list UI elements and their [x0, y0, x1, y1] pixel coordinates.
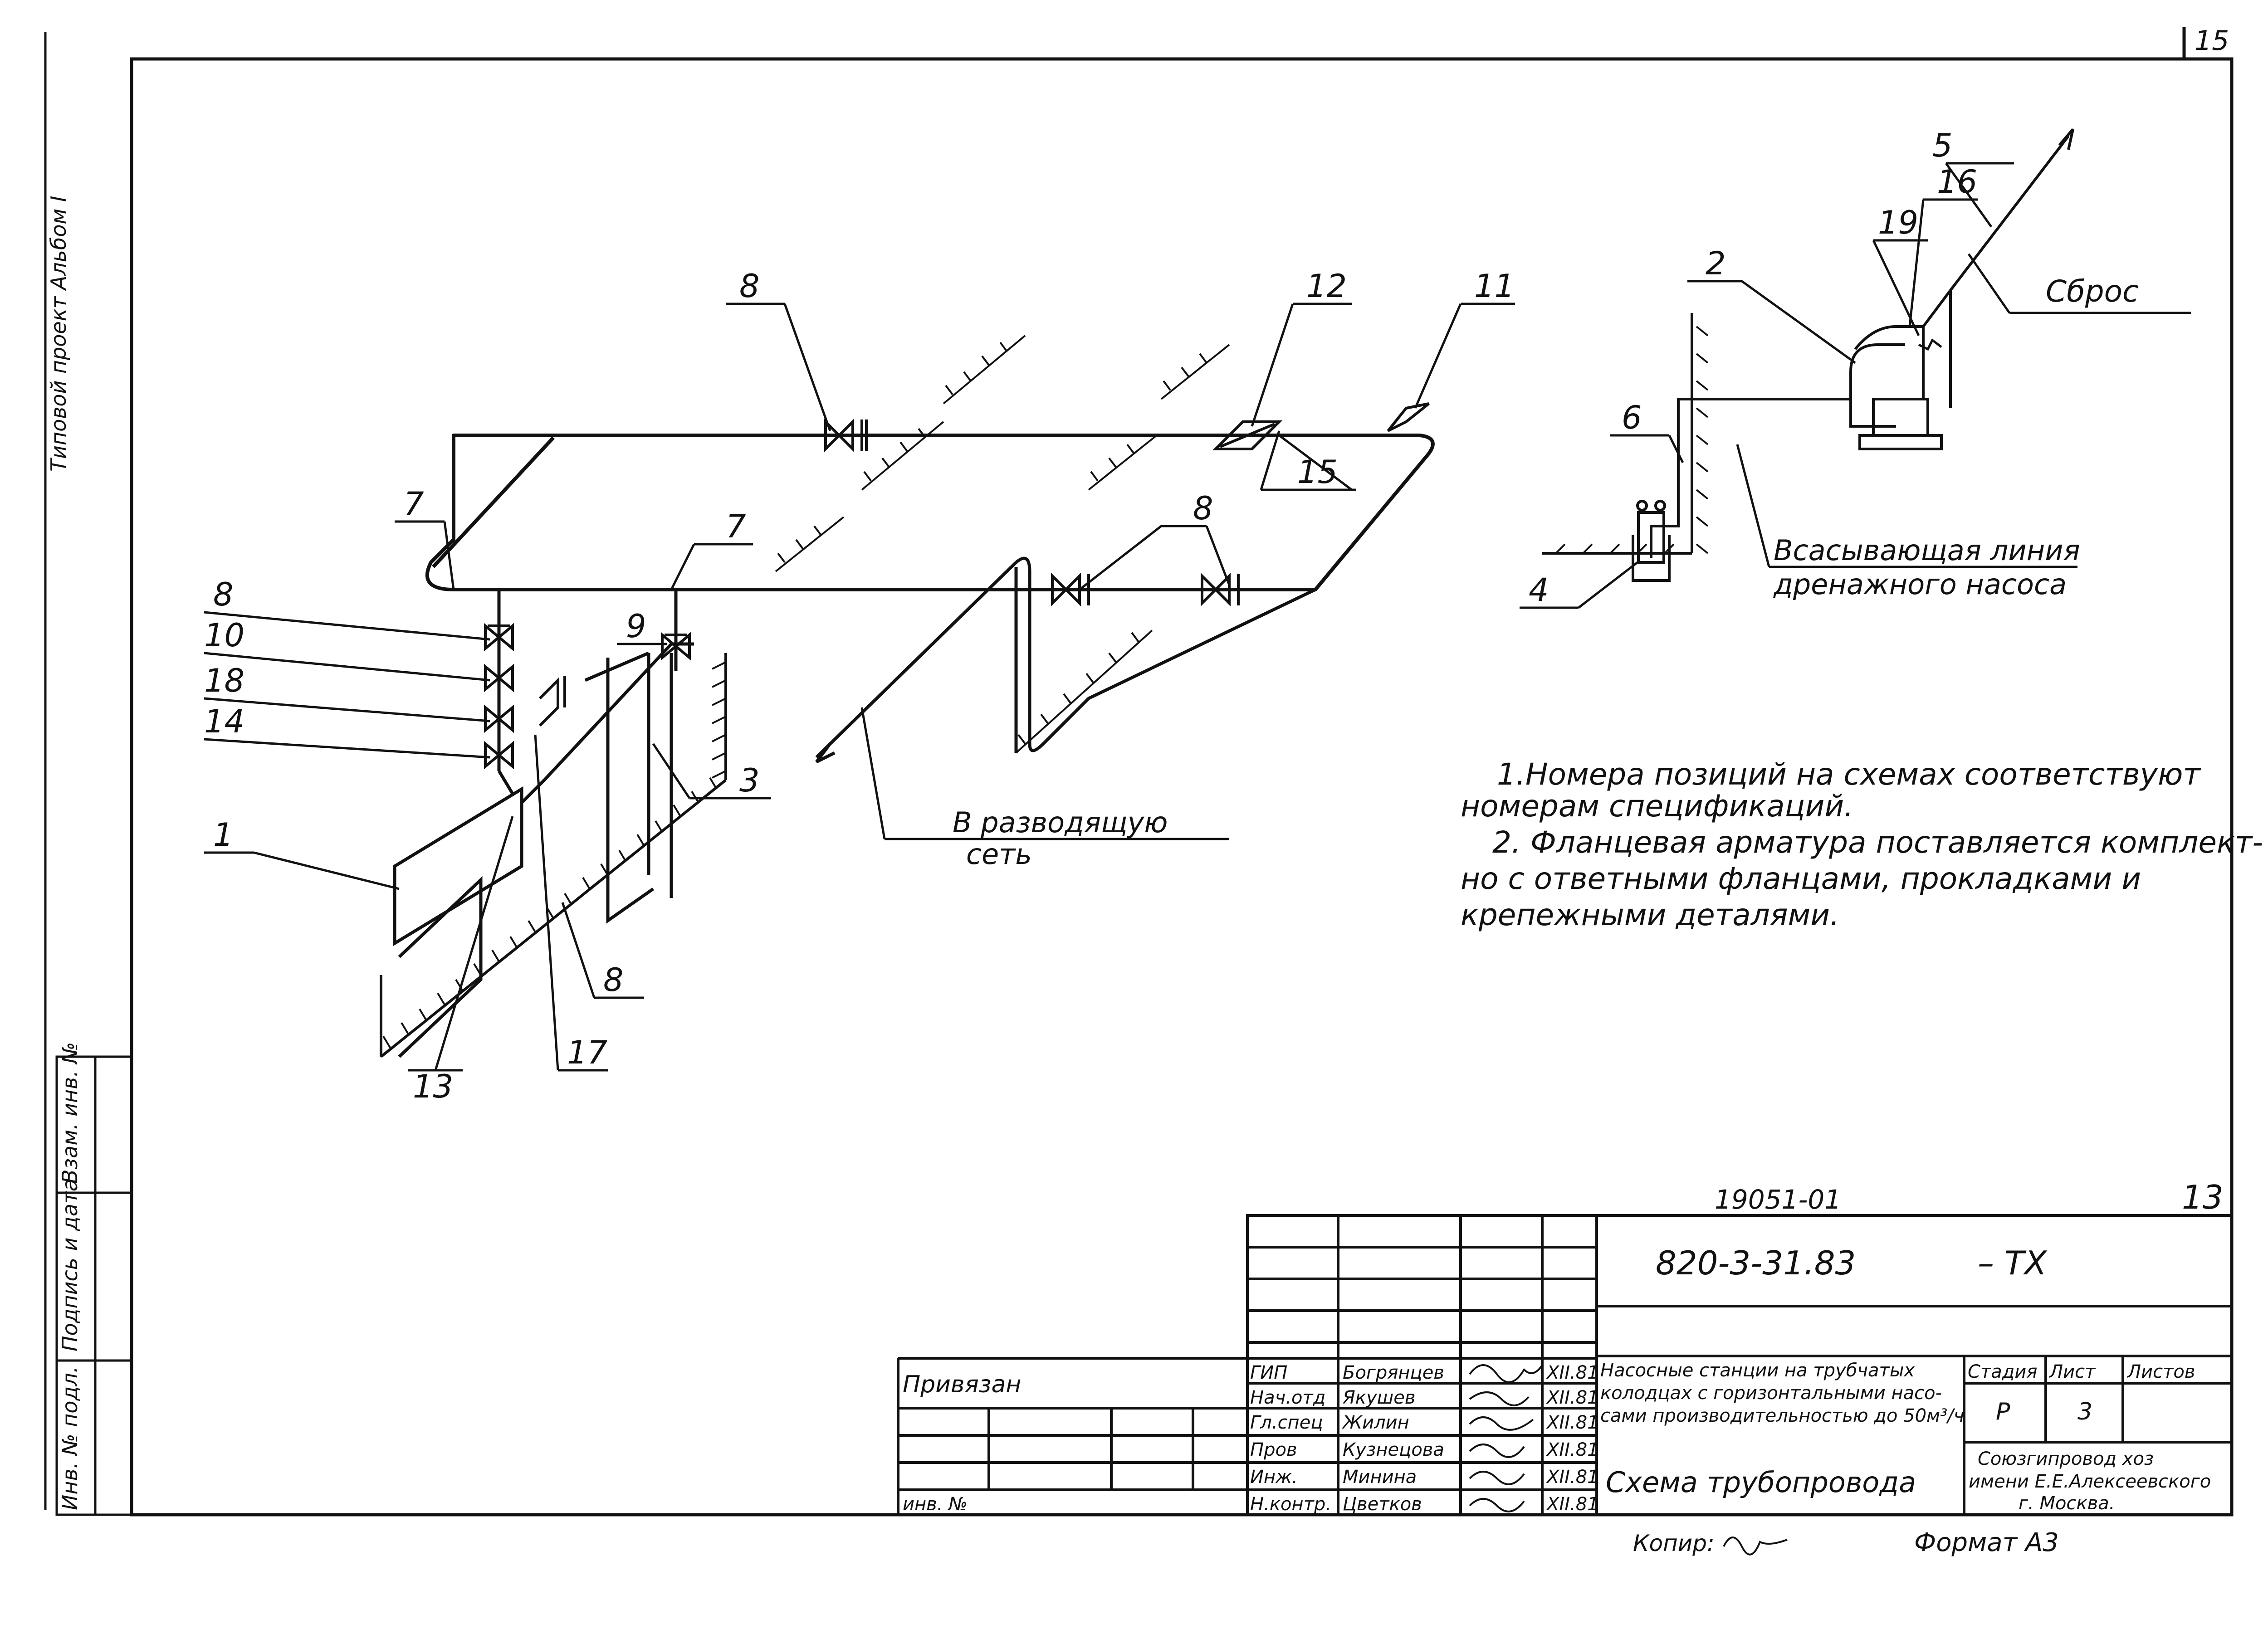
name-6: Цветков: [1343, 1494, 1422, 1515]
pos-7-right: 7: [726, 508, 746, 545]
pos-16: 16: [1937, 163, 1977, 200]
pos-11: 11: [1474, 268, 1515, 305]
pipeline-loop: [425, 434, 1435, 591]
drawing-title: Схема трубопровода: [1606, 1466, 1916, 1499]
label-distribution-1: В разводящую: [953, 806, 1168, 839]
signatures-roles: ГИП Нач.отд Гл.спец Пров Инж. Н.контр.: [1250, 1362, 1331, 1515]
pos-13: 13: [413, 1068, 453, 1105]
date-3: XII.81: [1546, 1412, 1599, 1433]
archive-number: 19051-01: [1715, 1184, 1841, 1215]
inv-label: инв. №: [903, 1494, 968, 1515]
title-block-grid: [897, 1214, 2233, 1516]
pos-17: 17: [567, 1034, 607, 1071]
pos-15: 15: [1297, 454, 1338, 491]
stage-header: Стадия: [1968, 1361, 2037, 1382]
side-box-inv: Инв. № подл.: [58, 1366, 82, 1510]
project-title-3: сами производительностью до 50м³/ч: [1600, 1405, 1964, 1426]
note-line-1: 1.Номера позиций на схемах соответствуют: [1497, 757, 2201, 792]
sheet-value: 3: [2077, 1398, 2092, 1425]
riser-valves: [484, 623, 691, 770]
pos-9: 9: [626, 608, 646, 645]
pos-4: 4: [1529, 571, 1549, 609]
pos-8-bottom: 8: [603, 961, 624, 999]
org-line-2: имени Е.Е.Алексеевского: [1969, 1471, 2211, 1492]
pos-14: 14: [204, 703, 244, 740]
signature-scribbles: [1469, 1364, 1543, 1512]
side-box-podpis: Подпись и дата: [58, 1179, 82, 1351]
pos-12: 12: [1306, 268, 1347, 305]
project-title-1: Насосные станции на трубчатых: [1600, 1360, 1915, 1381]
role-prov: Пров: [1250, 1439, 1297, 1460]
name-2: Якушев: [1342, 1387, 1415, 1408]
pos-8-left: 8: [213, 576, 234, 613]
copied-by: Копир:: [1633, 1530, 1715, 1556]
label-distribution-2: сеть: [966, 838, 1032, 871]
drainage-sump: [1542, 128, 2074, 582]
project-title-2: колодцах с горизонтальными насо-: [1600, 1383, 1942, 1404]
org-line-3: г. Москва.: [2019, 1493, 2115, 1514]
name-4: Кузнецова: [1343, 1439, 1444, 1460]
date-4: XII.81: [1546, 1439, 1599, 1460]
name-3: Жилин: [1341, 1412, 1409, 1433]
loop-valves: [538, 418, 1240, 727]
date-5: XII.81: [1546, 1467, 1599, 1488]
flow-meter: [1212, 420, 1283, 450]
label-sbros: Сброс: [2046, 274, 2139, 309]
drawing-suffix: – ТХ: [1978, 1244, 2048, 1282]
air-valve: [1387, 402, 1430, 432]
side-box-vzam: Взам. инв. №: [58, 1042, 82, 1184]
pos-3: 3: [739, 762, 760, 799]
leader-lines: [204, 162, 2191, 1072]
pump-unit: [393, 642, 694, 1058]
sheet-frame: [130, 27, 2234, 1517]
sheet-number: 13: [2182, 1178, 2224, 1216]
pos-7-left: 7: [404, 485, 424, 522]
distribution-branch: [815, 556, 1316, 764]
notes-block: 1.Номера позиций на схемах соответствуют…: [1461, 757, 2263, 932]
pos-10: 10: [204, 617, 244, 654]
sheet-header: Лист: [2048, 1361, 2096, 1382]
org-line-1: Союзгипровод хоз: [1978, 1449, 2154, 1469]
paper-format: Формат А3: [1914, 1528, 2059, 1557]
date-1: XII.81: [1546, 1362, 1599, 1383]
pos-8-branch: 8: [1193, 490, 1213, 527]
label-suction-1: Всасывающая линия: [1774, 534, 2080, 567]
pos-18: 18: [204, 662, 244, 699]
name-1: Богрянцев: [1343, 1362, 1444, 1383]
label-suction-2: дренажного насоса: [1773, 568, 2067, 601]
role-n-kontr: Н.контр.: [1250, 1494, 1331, 1515]
name-5: Минина: [1343, 1467, 1417, 1488]
position-numbers: 1 2 3 4 5 6 7 7 8 8 8 8 8 9 10 11 12 13 …: [204, 127, 1977, 1105]
note-line-5: крепежными деталями.: [1461, 897, 1839, 932]
stage-value: Р: [1996, 1398, 2010, 1425]
pos-8-top: 8: [739, 268, 760, 305]
side-title: Типовой проект Альбом I: [46, 196, 71, 472]
note-line-4: но с ответными фланцами, прокладками и: [1461, 861, 2141, 896]
pos-2: 2: [1706, 245, 1726, 282]
role-gip: ГИП: [1250, 1362, 1287, 1383]
copier-signature: [1723, 1536, 1788, 1556]
signature-dates: XII.81 XII.81 XII.81 XII.81 XII.81 XII.8…: [1546, 1362, 1599, 1515]
date-6: XII.81: [1546, 1494, 1599, 1515]
privyazan-label: Привязан: [903, 1371, 1021, 1398]
pos-5: 5: [1932, 127, 1953, 164]
signatures-names: Богрянцев Якушев Жилин Кузнецова Минина …: [1341, 1362, 1444, 1515]
side-strip: [44, 32, 133, 1516]
corner-number: 15: [2195, 25, 2229, 57]
note-line-3: 2. Фланцевая арматура поставляется компл…: [1492, 825, 2263, 860]
role-gl-spec: Гл.спец: [1250, 1412, 1323, 1433]
sheets-header: Листов: [2126, 1361, 2195, 1382]
pos-6: 6: [1622, 399, 1642, 436]
note-line-2: номерам спецификаций.: [1461, 789, 1853, 824]
hatching: [382, 335, 1230, 1049]
pump-risers: [497, 590, 678, 771]
date-2: XII.81: [1546, 1387, 1599, 1408]
pos-1: 1: [213, 816, 234, 854]
role-nach-otd: Нач.отд: [1250, 1387, 1325, 1408]
drawing-code: 820-3-31.83: [1656, 1244, 1856, 1282]
role-inzh: Инж.: [1250, 1467, 1298, 1488]
pos-19: 19: [1878, 204, 1918, 241]
